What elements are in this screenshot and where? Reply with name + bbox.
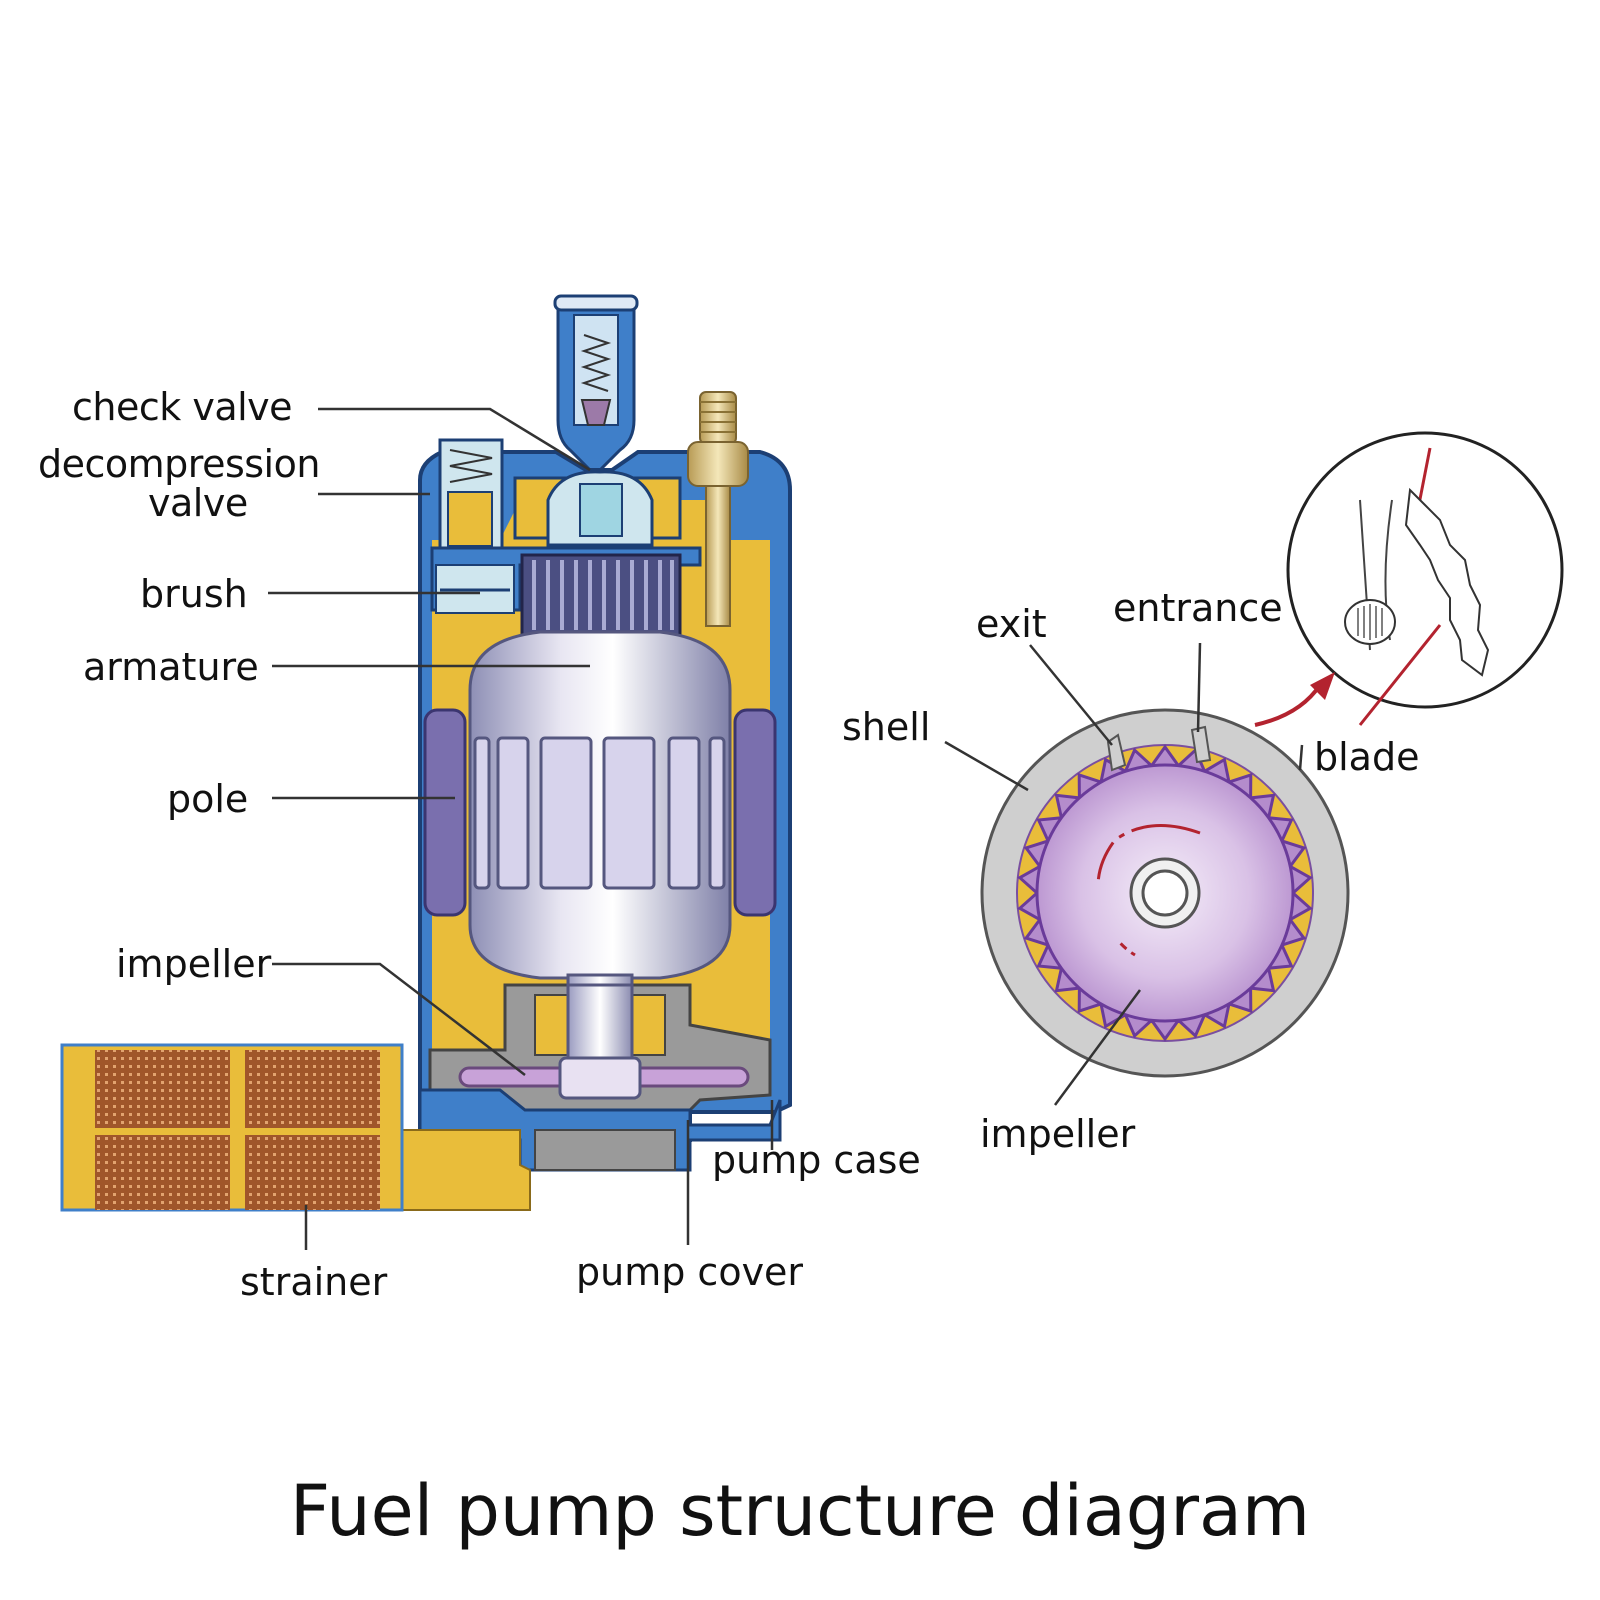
terminal-thread-lines bbox=[700, 401, 736, 433]
impeller-section-view bbox=[980, 708, 1350, 1078]
blade-detail-bearing-lines bbox=[1357, 604, 1383, 640]
label-pump-case: pump case bbox=[712, 1138, 921, 1182]
pump-cross-section bbox=[60, 294, 792, 1212]
pole-left bbox=[423, 708, 467, 917]
right-leader-lines bbox=[944, 642, 1304, 1106]
armature-windings bbox=[473, 736, 726, 890]
leader-impeller-left bbox=[272, 962, 526, 1076]
strainer-mesh-4 bbox=[245, 1135, 380, 1210]
label-impeller-left: impeller bbox=[116, 942, 272, 986]
blade-detail-view bbox=[1286, 431, 1564, 726]
label-check-valve: check valve bbox=[72, 385, 293, 429]
pole-right bbox=[733, 708, 777, 917]
inlet-pipe bbox=[399, 1129, 531, 1211]
decompression-spring bbox=[449, 449, 493, 483]
label-shell: shell bbox=[842, 705, 931, 749]
detail-callout-arrowhead bbox=[1310, 672, 1335, 700]
left-leader-lines bbox=[268, 407, 774, 1250]
leader-blade bbox=[1298, 744, 1304, 771]
impeller-hub-inner bbox=[1141, 869, 1189, 917]
label-pump-cover: pump cover bbox=[576, 1250, 804, 1294]
leader-shell bbox=[944, 740, 1029, 792]
label-entrance: entrance bbox=[1113, 586, 1283, 630]
detail-callout-arrow bbox=[1254, 683, 1322, 727]
impeller-hub bbox=[558, 1056, 642, 1100]
rotation-arrow bbox=[1096, 823, 1201, 957]
label-armature: armature bbox=[83, 645, 259, 689]
strainer-mesh-3 bbox=[95, 1135, 230, 1210]
terminal-thread bbox=[699, 391, 737, 445]
label-decompression-valve-line1: decompression bbox=[38, 442, 320, 486]
leader-entrance bbox=[1196, 642, 1202, 733]
check-valve-ball bbox=[580, 399, 612, 426]
check-valve-spring bbox=[580, 334, 612, 392]
leader-exit bbox=[1029, 644, 1113, 746]
label-decompression-valve-line2: valve bbox=[148, 481, 248, 525]
terminal-body bbox=[687, 441, 749, 487]
blade-detail-teeth bbox=[1404, 487, 1490, 677]
strainer-mesh-1 bbox=[95, 1050, 230, 1128]
strainer-mesh-2 bbox=[245, 1050, 380, 1128]
commutator-bars bbox=[532, 560, 674, 630]
label-brush: brush bbox=[140, 572, 248, 616]
label-impeller-right: impeller bbox=[980, 1112, 1136, 1156]
entrance-port bbox=[1190, 725, 1212, 764]
terminal-rod bbox=[705, 485, 731, 627]
label-pole: pole bbox=[167, 777, 249, 821]
diagram-title: Fuel pump structure diagram bbox=[289, 1470, 1311, 1552]
label-strainer: strainer bbox=[240, 1260, 388, 1304]
leader-check-valve bbox=[318, 407, 591, 472]
commutator bbox=[520, 553, 682, 637]
outlet-tube-lip bbox=[553, 294, 639, 312]
leader-impeller-right bbox=[1053, 989, 1142, 1106]
armature bbox=[468, 630, 732, 980]
label-blade: blade bbox=[1314, 735, 1420, 779]
blade-detail-red-line-2 bbox=[1358, 624, 1442, 726]
pump-cover-plate bbox=[534, 1129, 676, 1171]
decompression-plunger bbox=[447, 491, 493, 547]
valve-core bbox=[579, 483, 623, 537]
shaft-lower bbox=[566, 983, 634, 1067]
label-exit: exit bbox=[976, 602, 1047, 646]
